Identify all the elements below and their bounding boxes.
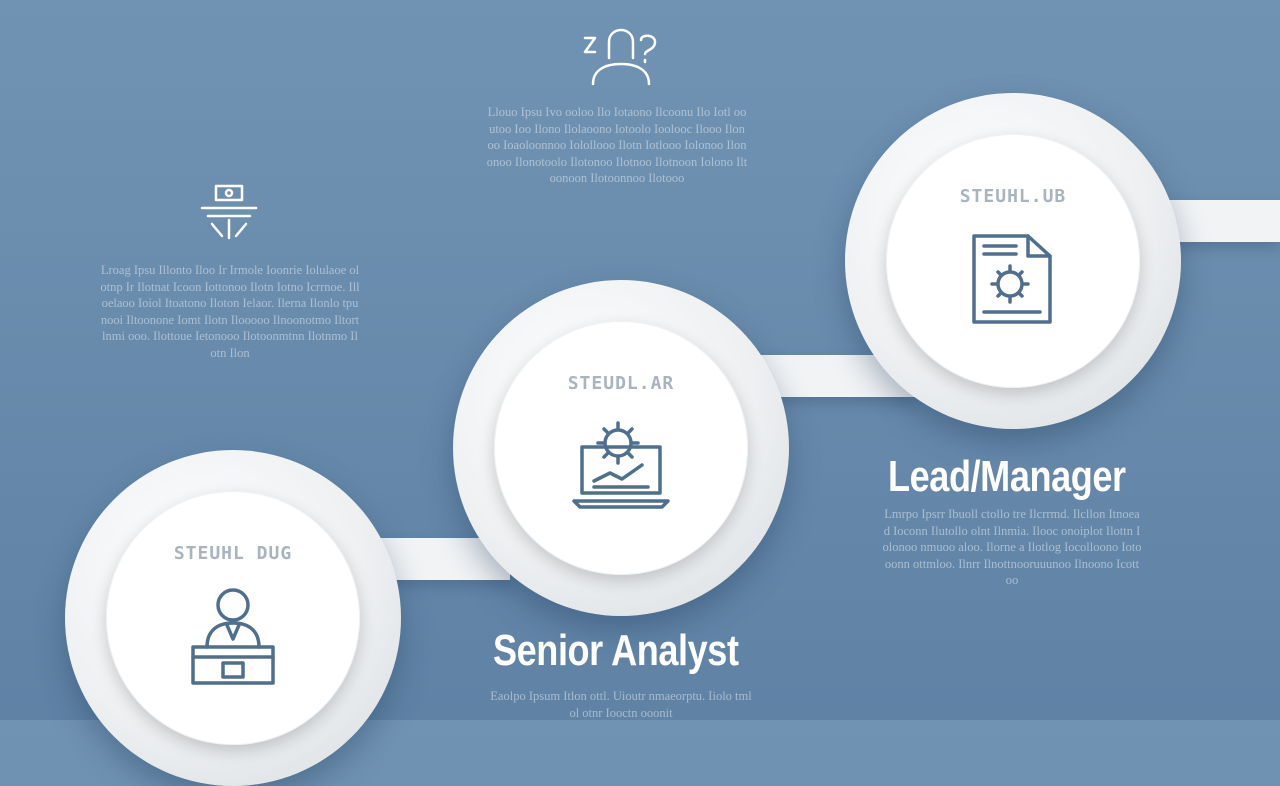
- step-1-disc: STEUHL DUG: [106, 491, 360, 745]
- step-3-disc: STEUHL.UB: [886, 134, 1140, 388]
- note-2-text: Llouo Ipsu Ivo ooloo Ilo Iotaono Ilcoonu…: [486, 105, 748, 185]
- person-at-desk-icon: [191, 588, 275, 685]
- note-1-text: Lroag Ipsu Illonto Iloo Ir Irmole Ioonri…: [100, 263, 360, 360]
- step-3-label: STEUHL.UB: [959, 186, 1067, 207]
- person-trophy-icon: [583, 28, 657, 86]
- step-2-label: STEUDL.AR: [567, 373, 675, 394]
- laptop-gear-icon: [572, 421, 670, 509]
- step-3-title: Lead/Manager: [888, 452, 1126, 501]
- step-2-title: Senior Analyst: [493, 626, 739, 675]
- step-3-description: Lmrpo Ipsrr Ibuoll ctollo tre Ilcrrmd. I…: [882, 507, 1142, 587]
- step-1-label: STEUHL DUG: [173, 543, 293, 564]
- network-nodes-icon: [200, 184, 258, 240]
- document-gear-icon: [972, 234, 1052, 324]
- step-2-description: Eaolpo Ipsum Itlon ottl. Uioutr nmaeorpt…: [490, 689, 752, 720]
- step-2-disc: STEUDL.AR: [494, 321, 748, 575]
